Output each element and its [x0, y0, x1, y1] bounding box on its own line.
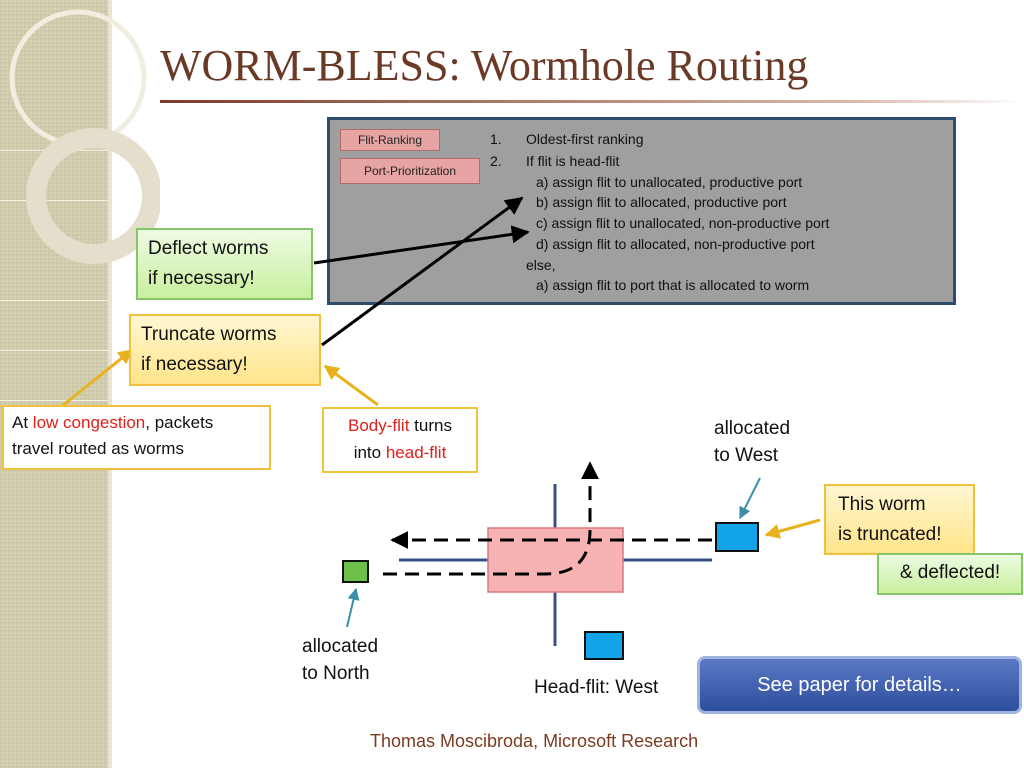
algorithm-line: else, [526, 257, 556, 273]
decorative-circles [9, 9, 160, 264]
allocated-west-label: allocated to West [714, 415, 790, 469]
body-flit-highlight: Body-flit [348, 416, 410, 435]
truncated-callout: This worm is truncated! [824, 484, 975, 555]
head-flit-highlight: head-flit [385, 443, 447, 462]
deflect-arrow [313, 225, 530, 265]
low-congestion-post: , packets [145, 413, 214, 432]
head-flit-label: Head-flit: West [534, 677, 659, 698]
flit-north [342, 560, 369, 583]
allocated-north-line2: to North [302, 663, 370, 684]
truncate-callout: Truncate worms if necessary! [129, 314, 321, 386]
algorithm-marker: 2. [490, 153, 502, 169]
algorithm-line: d) assign flit to allocated, non-product… [536, 236, 815, 252]
deflect-line2: if necessary! [148, 268, 255, 289]
flit-ranking-tag: Flit-Ranking [340, 129, 440, 151]
page-title: WORM-BLESS: Wormhole Routing [160, 41, 809, 90]
deflected-callout: & deflected! [877, 553, 1023, 595]
body-flit-arrow [323, 364, 379, 407]
truncated-arrow [764, 518, 821, 539]
allocated-north-line1: allocated [302, 636, 379, 657]
sidebar-divider [0, 200, 112, 201]
low-congestion-line2: travel routed as worms [12, 439, 184, 458]
see-paper-button[interactable]: See paper for details… [697, 656, 1022, 714]
router-box [487, 527, 624, 593]
truncated-line2: is truncated! [838, 524, 942, 545]
allocated-north-label: allocated to North [302, 633, 378, 687]
sidebar-edge [108, 0, 112, 768]
northward-path [383, 461, 599, 576]
body-flit-mid: turns [409, 416, 452, 435]
low-congestion-callout: At low congestion, packets travel routed… [2, 405, 271, 470]
truncate-arrow [321, 196, 524, 347]
allocated-west-pointer [739, 477, 761, 520]
footer-credit: Thomas Moscibroda, Microsoft Research [370, 731, 699, 751]
body-flit-pre2: into [353, 443, 386, 462]
algorithm-line: a) assign flit to port that is allocated… [536, 277, 810, 293]
body-flit-west [715, 522, 759, 552]
algorithm-line: a) assign flit to unallocated, productiv… [536, 174, 803, 190]
allocated-west-line1: allocated [714, 418, 791, 439]
body-flit-callout: Body-flit turns into head-flit [322, 407, 478, 473]
sidebar-divider [0, 300, 112, 301]
deflect-callout: Deflect worms if necessary! [136, 228, 313, 300]
algorithm-marker: 1. [490, 131, 502, 147]
algorithm-box: Flit-Ranking Port-Prioritization 1. Olde… [327, 117, 956, 305]
algorithm-line: Oldest-first ranking [526, 131, 644, 147]
algorithm-line: If flit is head-flit [526, 153, 620, 169]
sidebar-divider [0, 400, 112, 401]
head-flit [584, 631, 624, 660]
deflect-line1: Deflect worms [148, 238, 269, 259]
port-prioritization-tag: Port-Prioritization [340, 158, 480, 184]
truncated-line1: This worm [838, 494, 926, 515]
sidebar-divider [0, 350, 112, 351]
allocated-west-line2: to West [714, 445, 779, 466]
truncate-line1: Truncate worms [141, 324, 277, 345]
title-underline [160, 100, 1024, 103]
decorative-sidebar [0, 0, 112, 768]
decorative-ring [26, 128, 160, 264]
low-congestion-highlight: low congestion [32, 413, 146, 432]
truncate-line2: if necessary! [141, 354, 248, 375]
low-congestion-pre: At [12, 413, 33, 432]
allocated-north-pointer [346, 587, 360, 628]
algorithm-line: c) assign flit to unallocated, non-produ… [536, 215, 830, 231]
algorithm-line: b) assign flit to allocated, productive … [536, 194, 787, 210]
low-congestion-arrow [61, 348, 134, 408]
